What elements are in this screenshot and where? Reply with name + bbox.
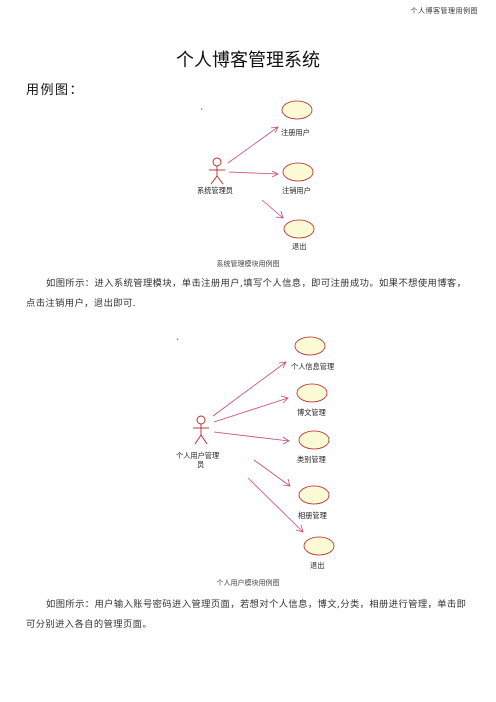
paragraph-2: 如图所示：用户输入账号密码进入管理页面，若想对个人信息，博文,分类，相册进行管理… — [26, 595, 472, 635]
use-case-exit — [283, 219, 315, 239]
use-case-personal-info — [294, 336, 326, 356]
association-line — [227, 126, 279, 164]
association-arrowhead — [275, 210, 284, 219]
association-arrowhead — [278, 361, 287, 369]
actor-figure-system-admin — [209, 157, 225, 185]
paragraph-1-text: 如图所示：进入系统管理模块，单击注册用户,填写个人信息，即可注册成功。如果不想使… — [26, 278, 467, 309]
document-title: 个人博客管理系统 — [176, 50, 320, 71]
paragraph-1: 如图所示：进入系统管理模块，单击注册用户,填写个人信息，即可注册成功。如果不想使… — [26, 274, 472, 314]
use-case-label: 类别管理 — [297, 455, 326, 464]
diagram2-caption: 个人用户模块用例图 — [216, 579, 280, 587]
association-line — [247, 477, 304, 533]
association-line — [253, 459, 291, 487]
use-case-label: 注销用户 — [282, 186, 311, 195]
use-case-blog-post — [296, 383, 328, 403]
association-arrowhead — [270, 126, 279, 134]
association-arrowhead — [282, 436, 290, 445]
association-line — [261, 199, 284, 219]
use-case-exit — [303, 536, 335, 556]
association-arrowhead — [282, 478, 291, 487]
use-case-label: 注册用户 — [281, 128, 310, 137]
use-case-label: 相册管理 — [298, 511, 327, 520]
association-line — [212, 361, 287, 417]
use-case-deregister-user — [282, 162, 314, 182]
use-case-label: 退出 — [292, 242, 306, 251]
actor-label-personal-user-admin: 个人用户管理 — [176, 451, 219, 460]
use-case-label: 个人信息管理 — [291, 362, 334, 371]
running-header: 个人博客管理用例图 — [410, 7, 478, 15]
association-arrowhead — [295, 524, 304, 533]
use-case-label: 博文管理 — [297, 408, 326, 417]
association-arrowhead — [271, 170, 279, 178]
association-line — [213, 431, 290, 442]
paragraph-2-text: 如图所示：用户输入账号密码进入管理页面，若想对个人信息，博文,分类，相册进行管理… — [26, 599, 467, 630]
association-line — [213, 397, 289, 423]
association-line — [228, 171, 279, 175]
association-arrowhead — [280, 395, 289, 404]
use-case-category — [298, 430, 330, 450]
stray-mark: ` — [200, 107, 204, 117]
stray-mark: ` — [176, 337, 180, 347]
use-case-label: 退出 — [310, 561, 324, 570]
actor-label-continuation: 员 — [197, 460, 204, 469]
actor-figure-personal-user-admin — [193, 415, 209, 445]
use-case-register-user — [281, 100, 313, 120]
actor-label-system-admin: 系统管理员 — [197, 186, 233, 195]
section-label: 用例图： — [26, 83, 85, 98]
use-case-album — [298, 485, 330, 505]
diagram1-caption: 系统管理模块用例图 — [216, 260, 280, 268]
